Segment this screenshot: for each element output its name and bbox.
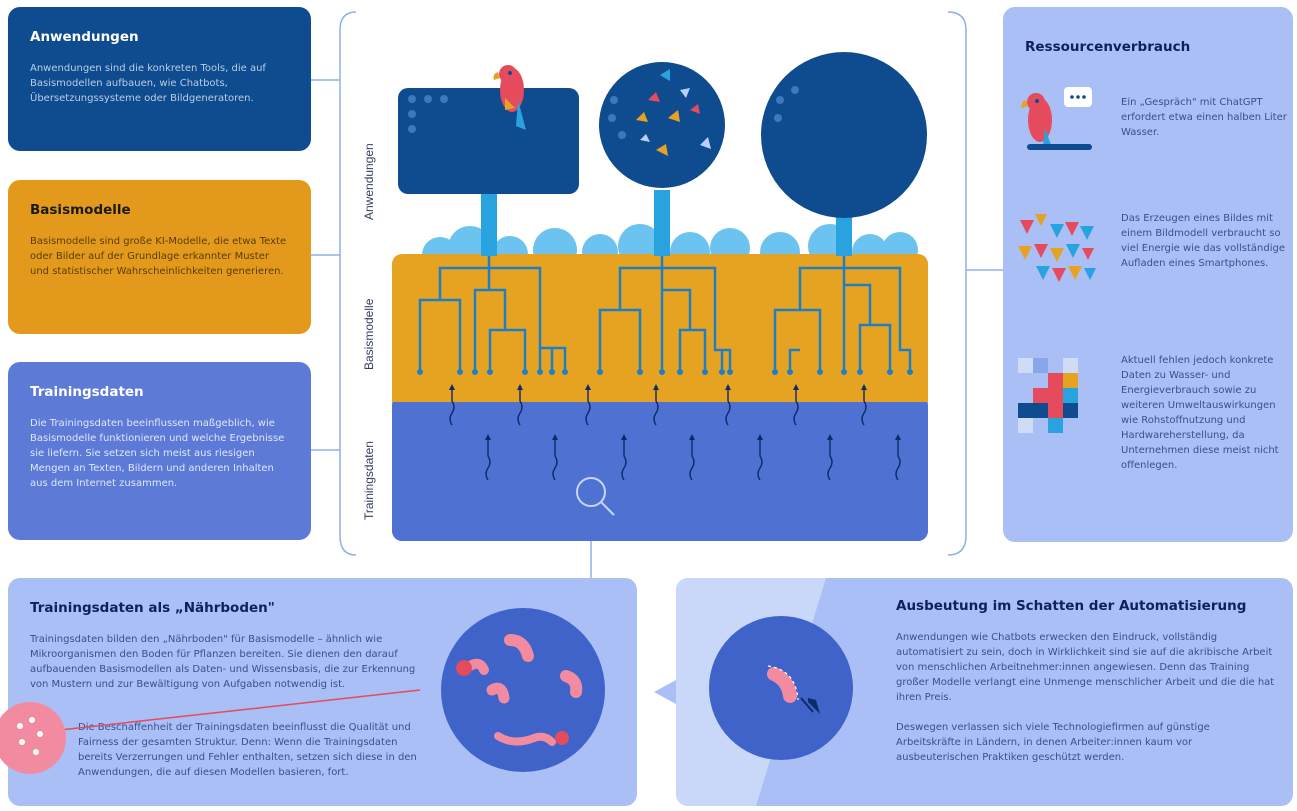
ressourcen-item-missing: Aktuell fehlen jedoch konkrete Daten zu … — [1121, 355, 1279, 471]
nutrient-arrows — [449, 389, 901, 481]
basismodelle-text: Basismodelle sind große KI-Modelle, die … — [30, 236, 287, 277]
ausbeutung-title: Ausbeutung im Schatten der Automatisieru… — [896, 598, 1247, 614]
ressourcen-item-water: Ein „Gespräch" mit ChatGPT erfordert etw… — [1121, 97, 1287, 138]
naehrboden-title: Trainingsdaten als „Nährboden" — [30, 600, 275, 616]
ausbeutung-text2: Deswegen verlassen sich viele Technologi… — [896, 722, 1210, 763]
basismodelle-card: Basismodelle Basismodelle sind große KI-… — [8, 180, 311, 334]
basismodelle-title: Basismodelle — [30, 202, 131, 218]
magnifier-icon — [576, 477, 615, 516]
anwendungen-card: Anwendungen Anwendungen sind die konkret… — [8, 7, 311, 151]
app-image — [599, 62, 725, 188]
app-other — [761, 52, 927, 218]
image-shards — [636, 69, 711, 156]
trainingsdaten-card: Trainingsdaten Die Trainingsdaten beeinf… — [8, 362, 311, 540]
ausbeutung-text1: Anwendungen wie Chatbots erwecken den Ei… — [896, 632, 1275, 703]
ressourcen-item-energy: Das Erzeugen eines Bildes mit einem Bild… — [1121, 213, 1285, 269]
root-tips — [417, 369, 913, 375]
ausbeutung-content: Ausbeutung im Schatten der Automatisieru… — [896, 598, 1276, 765]
anwendungen-title: Anwendungen — [30, 29, 139, 45]
naehrboden-card: Trainingsdaten als „Nährboden" Trainings… — [8, 578, 637, 806]
trainingsdaten-text: Die Trainingsdaten beeinflussen maßgebli… — [30, 418, 285, 489]
naehrboden-text1: Trainingsdaten bilden den „Nährboden" fü… — [30, 634, 416, 690]
ressourcen-title: Ressourcenverbrauch — [1025, 39, 1191, 55]
trainingsdaten-title: Trainingsdaten — [30, 384, 144, 400]
label-basismodelle: Basismodelle — [362, 298, 376, 370]
app-chatbot — [398, 88, 579, 194]
ressourcen-card: Ressourcenverbrauch Ein „Gespräch" mit C… — [1003, 7, 1293, 542]
naehrboden-text2: Die Beschaffenheit der Trainingsdaten be… — [78, 722, 417, 778]
ausbeutung-card: Ausbeutung im Schatten der Automatisieru… — [676, 578, 1293, 806]
parrot-icon — [493, 65, 526, 130]
label-anwendungen: Anwendungen — [362, 143, 376, 220]
roots — [418, 256, 912, 370]
trainingsdaten-layer — [392, 395, 928, 541]
basismodelle-layer — [392, 254, 928, 402]
label-trainingsdaten: Trainingsdaten — [362, 441, 376, 520]
ausbeutung-bg — [676, 578, 853, 806]
anwendungen-text: Anwendungen sind die konkreten Tools, di… — [30, 63, 266, 104]
